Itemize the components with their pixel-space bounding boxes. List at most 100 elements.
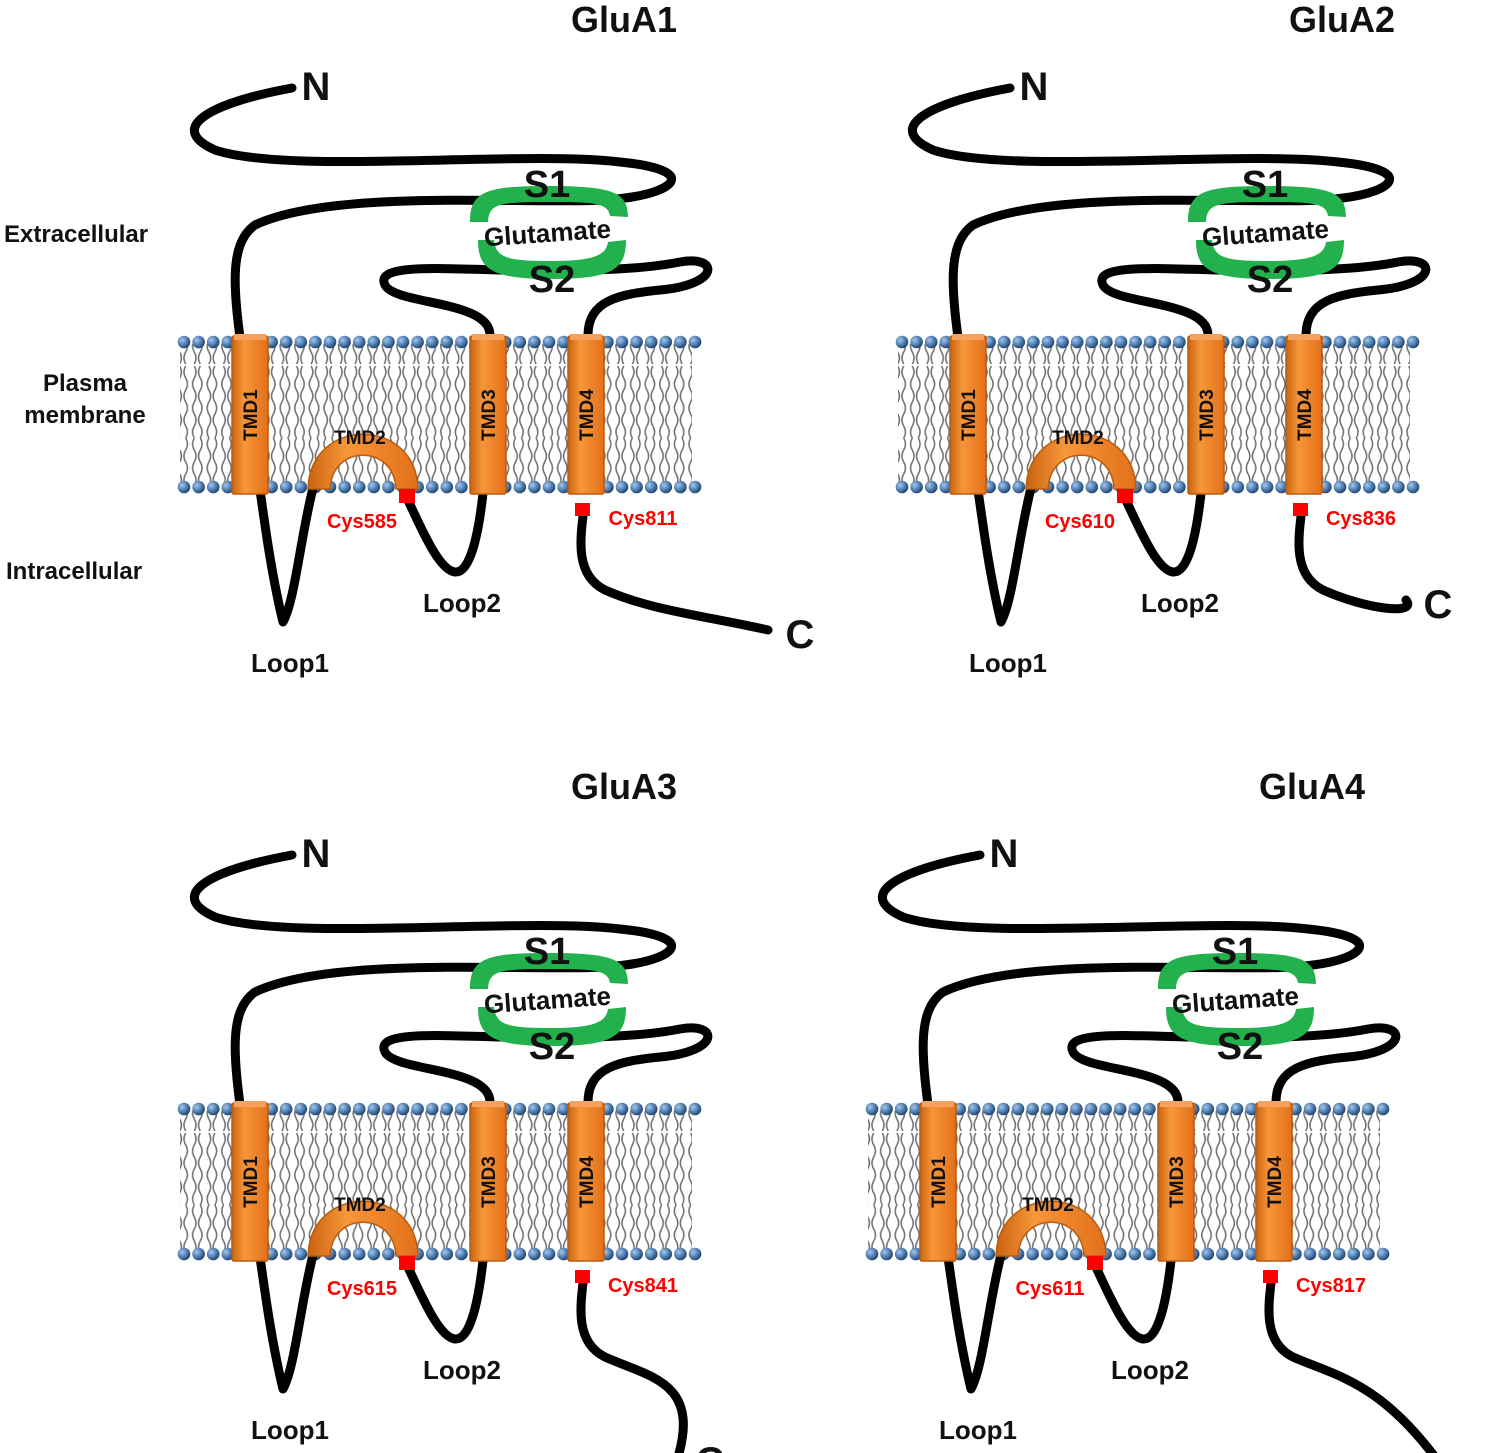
cysteine-marker-tmd2 [1117, 489, 1133, 503]
s2-lobe [478, 240, 626, 279]
lipid-head [895, 480, 909, 494]
panel-title: GluA3 [571, 766, 677, 807]
lipid-head [323, 1102, 337, 1116]
lipid-head [1376, 1247, 1390, 1261]
lipid-head [206, 335, 220, 349]
lipid-head [659, 1247, 673, 1261]
tmd3-label: TMD3 [1197, 389, 1218, 441]
lipid-head [1376, 1102, 1390, 1116]
lipid-head [1143, 335, 1157, 349]
s1-label: S1 [524, 931, 570, 973]
tmd3-label: TMD3 [479, 1156, 500, 1208]
lipid-head [967, 1247, 981, 1261]
tmd4-top-cap [570, 334, 602, 340]
lipid-head [221, 1247, 235, 1261]
loop1-label: Loop1 [969, 648, 1047, 678]
tmd3-label: TMD3 [479, 389, 500, 441]
lipid-head [177, 1102, 191, 1116]
lipid-head [338, 1102, 351, 1116]
tmd2: TMD2 [307, 1195, 419, 1257]
lipid-head [1216, 1247, 1229, 1261]
lipid-head [411, 335, 424, 349]
c-terminus-label: C [696, 1440, 725, 1453]
lipid-head [688, 335, 702, 349]
lipid-head [1201, 1247, 1215, 1261]
lipid-head [1040, 1247, 1054, 1261]
lipid-head [1084, 1102, 1098, 1116]
lipid-head [352, 1247, 366, 1261]
lipid-head [924, 480, 938, 494]
lipid-head [1158, 480, 1172, 494]
s1-lobe [470, 186, 628, 222]
lipid-head [909, 1247, 923, 1261]
tmd3-top-cap [472, 334, 504, 340]
lipid-head [1085, 335, 1099, 349]
lipid-head [1230, 1102, 1244, 1116]
lipid-head [1143, 1102, 1156, 1116]
lipid-head [1377, 335, 1391, 349]
lipid-head [1070, 335, 1084, 349]
cysteine-marker-tmd4 [1293, 503, 1308, 516]
lipid-head [615, 335, 629, 349]
s1-label: S1 [524, 164, 570, 206]
lipid-head [309, 1102, 322, 1116]
tmd3-label: TMD3 [1167, 1156, 1188, 1208]
lipid-head [630, 335, 643, 349]
lipid-head [688, 1102, 702, 1116]
lipid-head [1128, 1247, 1142, 1261]
lipid-head [1303, 1247, 1317, 1261]
lipid-head [367, 480, 381, 494]
tmd3-top-cap [472, 1101, 504, 1107]
lipid-head [1377, 480, 1391, 494]
lipid-head [1245, 1102, 1258, 1116]
lipid-head [1260, 335, 1274, 349]
lipid-head [440, 1102, 454, 1116]
glutamate-label: Glutamate [1171, 981, 1300, 1020]
tmd4-top-cap [1288, 334, 1320, 340]
lipid-head [206, 1102, 220, 1116]
lipid-head [425, 335, 439, 349]
tmd1: TMD1 [949, 334, 987, 495]
lipid-head [294, 1102, 308, 1116]
lipid-head [674, 1247, 687, 1261]
lipid-head [1114, 335, 1128, 349]
cysteine-label-tmd4: Cys836 [1326, 508, 1396, 530]
lipid-head [206, 1247, 220, 1261]
lipid-head [513, 1102, 527, 1116]
glutamate-label: Glutamate [483, 214, 612, 253]
lipid-head [1318, 1247, 1331, 1261]
loop1-label: Loop1 [251, 648, 329, 678]
lipid-head [279, 1102, 293, 1116]
lipid-head [924, 335, 938, 349]
tmd1-top-cap [952, 334, 984, 340]
lipid-head [1100, 335, 1113, 349]
lipid-head [1056, 480, 1069, 494]
tmd2: TMD2 [1025, 428, 1137, 490]
tmd4: TMD4 [567, 1101, 605, 1262]
cysteine-label-tmd4: Cys841 [608, 1275, 678, 1297]
lipid-head [1318, 1102, 1331, 1116]
c-terminus-label: C [786, 613, 815, 657]
lipid-head [177, 1247, 191, 1261]
lipid-head [1055, 1247, 1069, 1261]
lipid-head [352, 1102, 366, 1116]
loop2-label: Loop2 [1141, 588, 1219, 618]
lipid-head [294, 1247, 308, 1261]
plasma-label-line2: membrane [24, 402, 146, 429]
tmd2-label: TMD2 [1022, 1195, 1074, 1216]
lipid-head [1128, 1102, 1142, 1116]
lipid-head [644, 1247, 658, 1261]
s2-label: S2 [529, 1026, 575, 1068]
lipid-head [513, 335, 527, 349]
lipid-head [528, 480, 541, 494]
lipid-head [982, 1102, 996, 1116]
lipid-head [455, 335, 468, 349]
lipid-head [557, 1102, 570, 1116]
tmd2: TMD2 [995, 1195, 1107, 1257]
lipid-head [323, 335, 337, 349]
lipid-head [865, 1102, 879, 1116]
lipid-head [659, 1102, 673, 1116]
tmd4: TMD4 [1255, 1101, 1293, 1262]
